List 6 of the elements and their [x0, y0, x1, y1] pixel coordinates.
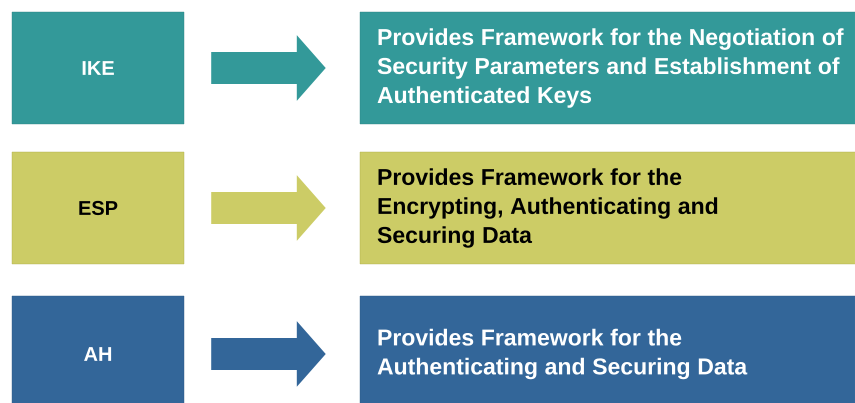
description-box: Provides Framework for the Negotiation of Security Parameters and Establishment of Authenticated Keys	[360, 12, 855, 124]
description-box: Provides Framework for the Authenticating and Securing Data	[360, 296, 855, 403]
protocol-box: ESP	[12, 152, 184, 264]
description-box: Provides Framework for the Encrypting, Authenticating and Securing Data	[360, 152, 855, 264]
protocol-box: AH	[12, 296, 184, 403]
protocol-box: IKE	[12, 12, 184, 124]
